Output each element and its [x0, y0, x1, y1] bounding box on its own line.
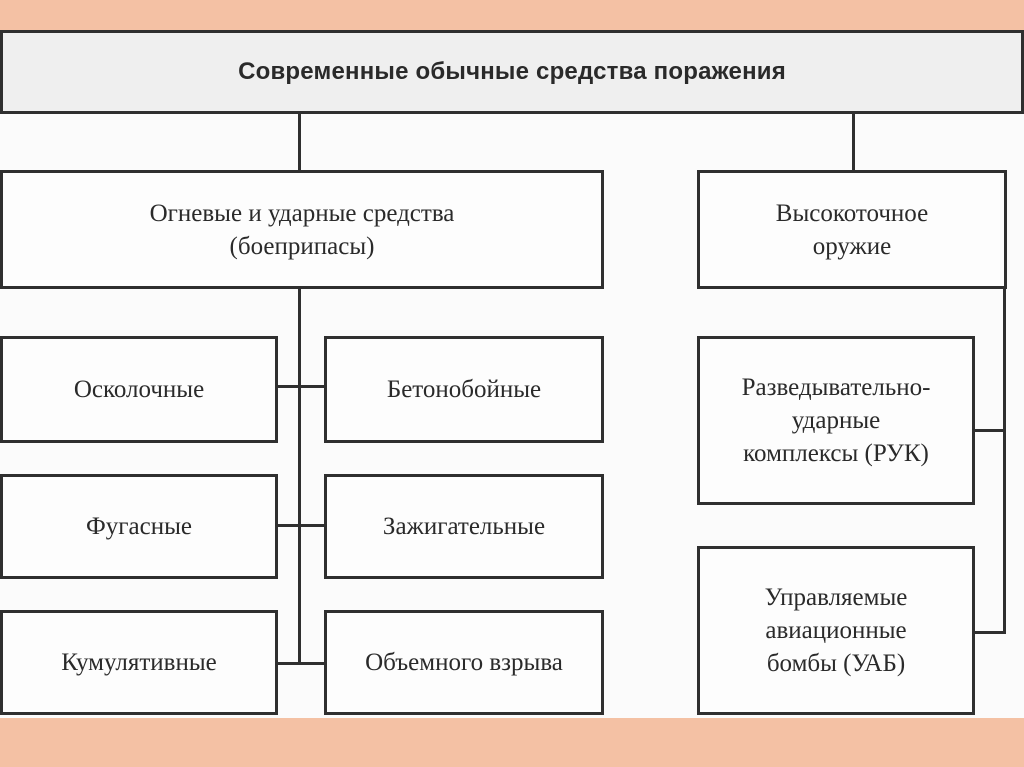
item-recon-strike-complexes: Разведывательно- ударные комплексы (РУК)	[697, 336, 975, 505]
connector-root-left	[298, 112, 301, 172]
connector-right-ruk	[973, 429, 1006, 432]
connector-left-row1	[276, 385, 326, 388]
diagram-root-title: Современные обычные средства поражения	[0, 30, 1024, 114]
item-high-explosive: Фугасные	[0, 474, 278, 579]
item-volumetric-explosion: Объемного взрыва	[324, 610, 604, 715]
item-guided-aerial-bombs: Управляемые авиационные бомбы (УАБ)	[697, 546, 975, 715]
connector-left-row3	[276, 662, 326, 665]
item-incendiary: Зажигательные	[324, 474, 604, 579]
top-band	[0, 0, 1024, 30]
connector-left-row2	[276, 524, 326, 527]
connector-left-trunk	[298, 288, 301, 665]
item-fragmentation: Осколочные	[0, 336, 278, 443]
item-cumulative: Кумулятивные	[0, 610, 278, 715]
connector-right-uab	[973, 631, 1006, 634]
item-concrete-piercing: Бетонобойные	[324, 336, 604, 443]
connector-root-right	[852, 112, 855, 172]
connector-right-trunk	[1003, 288, 1006, 634]
branch-precision-weapons: Высокоточное оружие	[697, 170, 1007, 289]
bottom-band	[0, 718, 1024, 767]
branch-fire-strike-means: Огневые и ударные средства (боеприпасы)	[0, 170, 604, 289]
